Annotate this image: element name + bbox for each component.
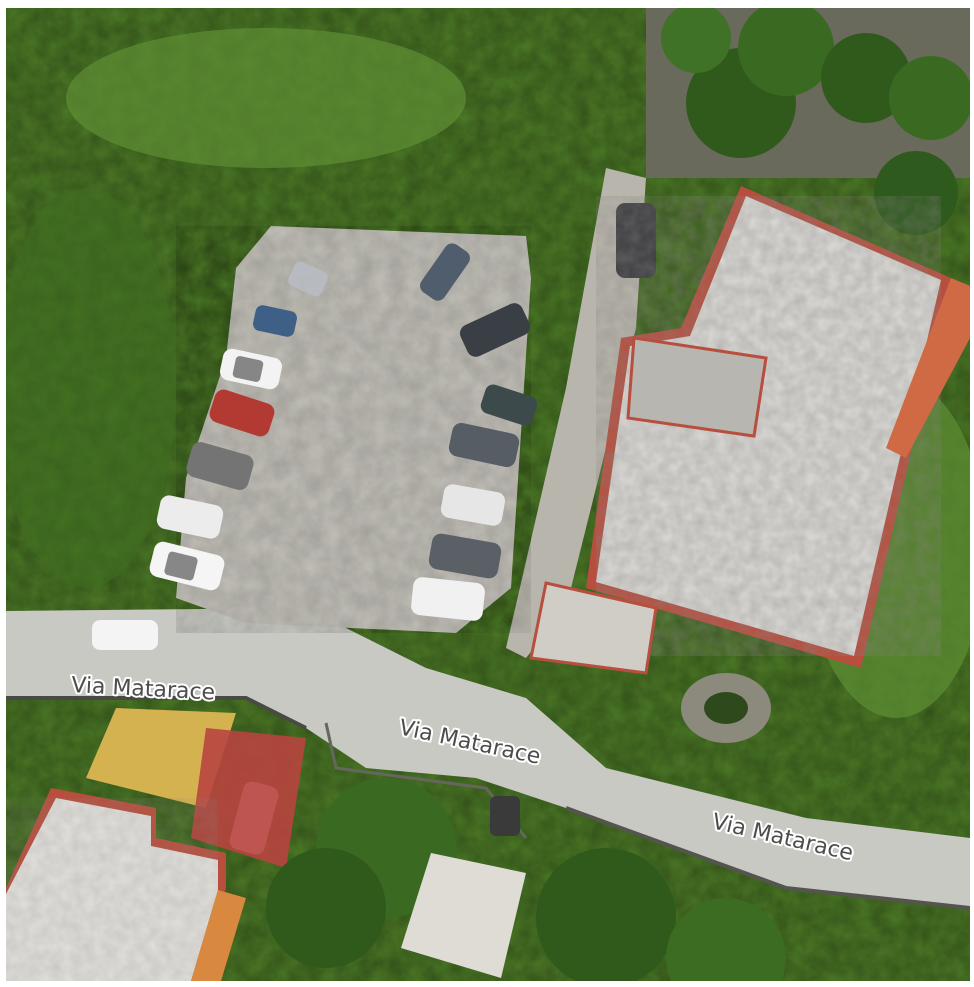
- grass-patch: [66, 28, 466, 168]
- lower-center-area: [266, 673, 786, 981]
- satellite-map[interactable]: Via Matarace Via Matarace Via Matarace: [6, 8, 970, 981]
- parked-cars-left: [149, 305, 297, 591]
- parked-cars-right: [288, 243, 538, 621]
- grass-patch: [6, 188, 176, 588]
- tree-cluster: [646, 8, 970, 235]
- lower-left-buildings: [6, 708, 306, 981]
- main-building: [529, 186, 970, 675]
- driveway: [506, 168, 646, 658]
